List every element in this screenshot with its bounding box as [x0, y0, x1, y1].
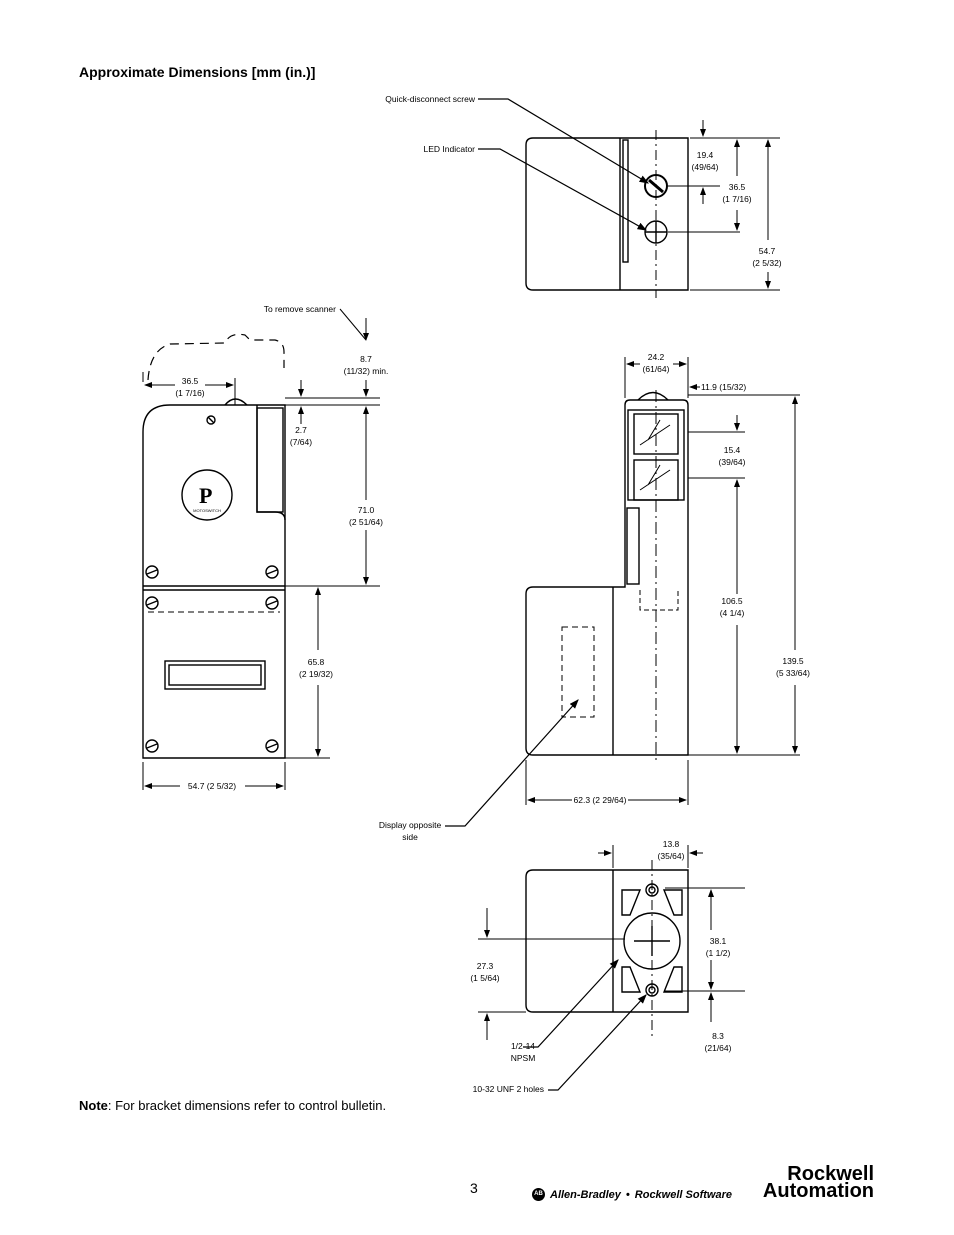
- dim-8-3: 8.3: [712, 1031, 724, 1041]
- dimension-drawing-svg: Quick-disconnect screw LED Indicator To …: [142, 94, 810, 1094]
- dim-8-7: 8.7: [360, 354, 372, 364]
- page-title: Approximate Dimensions [mm (in.)]: [79, 64, 316, 80]
- dim-11-9: 11.9 (15/32): [701, 382, 746, 392]
- label-npsm-1: 1/2-14: [511, 1041, 535, 1051]
- allen-bradley-logo-icon: AB: [532, 1188, 545, 1201]
- brand-mark: MOTOSWITCH: [193, 508, 221, 513]
- dim-36-5b: 36.5: [182, 376, 199, 386]
- dim-36-5a: 36.5: [729, 182, 746, 192]
- dim-15-4: 15.4: [724, 445, 741, 455]
- footnote: Note: For bracket dimensions refer to co…: [79, 1098, 386, 1113]
- dim-24-2-in: (61/64): [643, 364, 670, 374]
- brand-letter: P: [199, 483, 212, 508]
- note-text: : For bracket dimensions refer to contro…: [107, 1098, 387, 1113]
- dim-71-0: 71.0: [358, 505, 375, 515]
- dim-15-4-in: (39/64): [719, 457, 746, 467]
- label-display-opposite-1: Display opposite: [379, 820, 442, 830]
- dim-139-5: 139.5: [782, 656, 804, 666]
- dim-2-7-in: (7/64): [290, 437, 312, 447]
- label-led-indicator: LED Indicator: [424, 144, 476, 154]
- dim-54-7a: 54.7: [759, 246, 776, 256]
- dim-8-3-in: (21/64): [705, 1043, 732, 1053]
- brand-separator: •: [625, 1188, 630, 1201]
- side-view: [445, 357, 800, 827]
- label-npsm-2: NPSM: [511, 1053, 536, 1063]
- dim-139-5-in: (5 33/64): [776, 668, 810, 678]
- dim-54-7a-in: (2 5/32): [752, 258, 781, 268]
- label-to-remove-scanner: To remove scanner: [264, 304, 336, 314]
- dim-8-7-in: (11/32) min.: [344, 366, 389, 376]
- brand-rockwell-software: Rockwell Software: [634, 1188, 732, 1201]
- dim-65-8: 65.8: [308, 657, 325, 667]
- dim-19-4-in: (49/64): [692, 162, 719, 172]
- page-number: 3: [470, 1180, 478, 1196]
- dim-38-1-in: (1 1/2): [706, 948, 731, 958]
- dim-36-5b-in: (1 7/16): [175, 388, 204, 398]
- dim-19-4: 19.4: [697, 150, 714, 160]
- dim-65-8-in: (2 19/32): [299, 669, 333, 679]
- dim-24-2: 24.2: [648, 352, 665, 362]
- dim-71-0-in: (2 51/64): [349, 517, 383, 527]
- dim-13-8-in: (35/64): [658, 851, 685, 861]
- dim-27-3: 27.3: [477, 961, 494, 971]
- dim-27-3-in: (1 5/64): [470, 973, 499, 983]
- note-label: Note: [79, 1098, 108, 1113]
- dim-106-5-in: (4 1/4): [720, 608, 745, 618]
- logo-line-2: Automation: [762, 1180, 874, 1202]
- top-view: [478, 98, 780, 298]
- label-unf-holes: 10-32 UNF 2 holes: [473, 1084, 544, 1094]
- logo-line-1: Rockwell: [787, 1163, 874, 1185]
- label-display-opposite-2: side: [402, 832, 418, 842]
- dimension-drawing: Quick-disconnect screw LED Indicator To …: [133, 88, 821, 1098]
- label-quick-disconnect: Quick-disconnect screw: [385, 94, 476, 104]
- rockwell-automation-logo: Rockwell Automation: [744, 1163, 874, 1202]
- dim-13-8: 13.8: [663, 839, 680, 849]
- dim-38-1: 38.1: [710, 936, 727, 946]
- brand-allen-bradley: Allen-Bradley: [550, 1188, 621, 1201]
- brand-line: AB Allen-Bradley • Rockwell Software: [532, 1188, 732, 1201]
- front-view: [142, 308, 380, 790]
- dim-106-5: 106.5: [721, 596, 743, 606]
- dim-36-5a-in: (1 7/16): [722, 194, 751, 204]
- dim-54-7b: 54.7 (2 5/32): [188, 781, 236, 791]
- bottom-view: [478, 845, 745, 1091]
- dim-62-3: 62.3 (2 29/64): [574, 795, 627, 805]
- dim-2-7: 2.7: [295, 425, 307, 435]
